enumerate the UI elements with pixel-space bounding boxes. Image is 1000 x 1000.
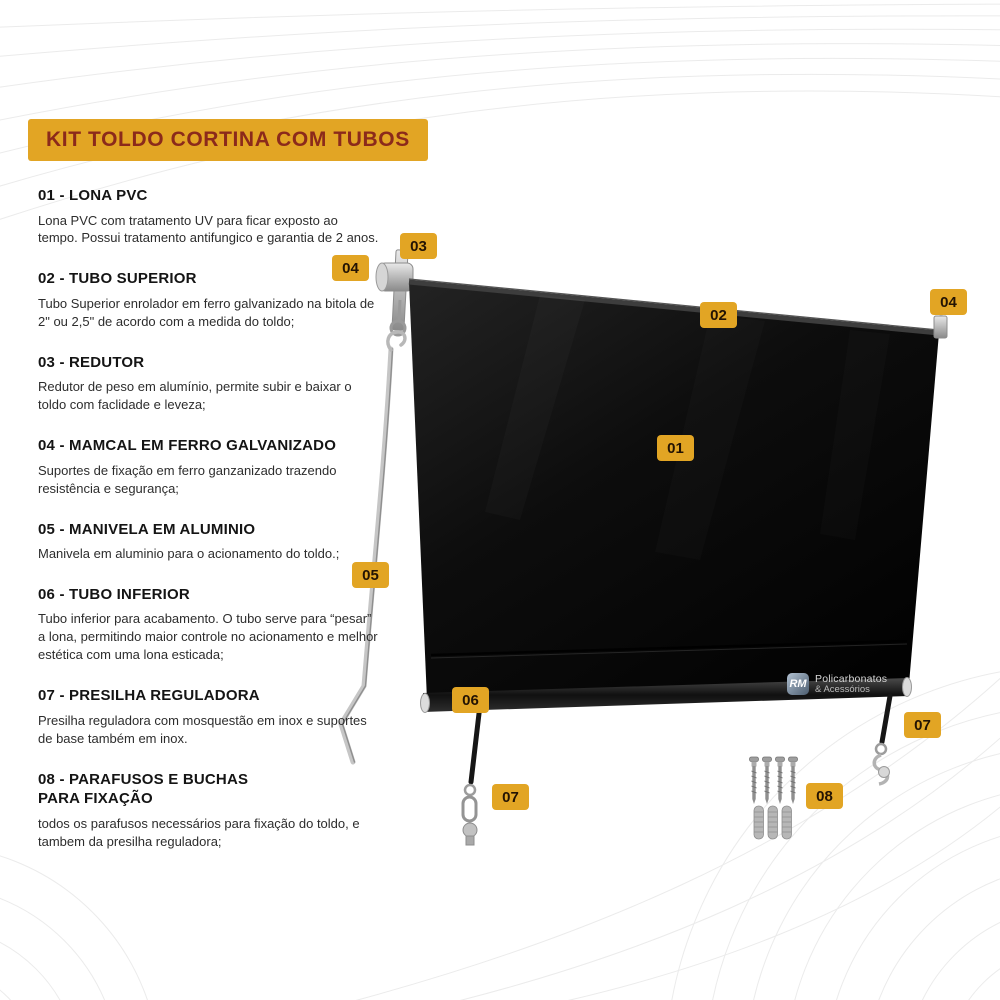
part-description: todos os parafusos necessários para fixa… — [38, 815, 360, 849]
part-description: Lona PVC com tratamento UV para ficar ex… — [38, 212, 379, 246]
badge-07-right: 07 — [904, 712, 941, 738]
part-heading: 07 - PRESILHA REGULADORA — [38, 687, 260, 705]
crank-illustration — [338, 330, 407, 765]
badge-05: 05 — [352, 562, 389, 588]
part-section-04: 04 - MAMCAL EM FERRO GALVANIZADO Suporte… — [38, 436, 380, 497]
part-description: Tubo inferior para acabamento. O tubo se… — [38, 611, 378, 663]
parts-description-list: 01 - LONA PVC Lona PVC com tratamento UV… — [38, 186, 380, 873]
part-heading: 05 - MANIVELA EM ALUMINIO — [38, 520, 256, 538]
left-cord-clip-illustration — [461, 702, 483, 846]
right-cord-hook-illustration — [872, 693, 893, 786]
part-section-05: 05 - MANIVELA EM ALUMINIO Manivela em al… — [38, 520, 380, 563]
part-description: Manivela em aluminio para o acionamento … — [38, 546, 340, 561]
part-heading: 03 - REDUTOR — [38, 353, 145, 371]
brand-logo-text: Policarbonatos & Acessórios — [815, 672, 888, 695]
part-heading: 04 - MAMCAL EM FERRO GALVANIZADO — [38, 437, 337, 455]
brand-subname: & Acessórios — [815, 683, 870, 695]
reducer-bracket-illustration — [375, 249, 414, 337]
part-section-01: 01 - LONA PVC Lona PVC com tratamento UV… — [38, 186, 380, 247]
badge-01: 01 — [657, 435, 694, 461]
part-section-08: 08 - PARAFUSOS E BUCHAS PARA FIXAÇÃO tod… — [38, 770, 380, 851]
part-description: Presilha reguladora com mosquestão em in… — [38, 712, 367, 746]
screws-illustration — [749, 756, 798, 840]
brand-name: Policarbonatos — [815, 672, 888, 685]
wall-plugs-illustration — [753, 805, 792, 840]
part-heading: 06 - TUBO INFERIOR — [38, 585, 190, 603]
badge-07-left: 07 — [492, 784, 529, 810]
badge-02: 02 — [700, 302, 737, 328]
part-description: Redutor de peso em alumínio, permite sub… — [38, 379, 352, 413]
brand-logo: RM Policarbonatos & Acessórios — [787, 673, 887, 695]
badge-08: 08 — [806, 783, 843, 809]
page-title: KIT TOLDO CORTINA COM TUBOS — [28, 119, 428, 161]
badge-04-left: 04 — [332, 255, 369, 281]
badge-06: 06 — [452, 687, 489, 713]
part-heading: 08 - PARAFUSOS E BUCHAS PARA FIXAÇÃO — [38, 770, 249, 808]
part-heading: 01 - LONA PVC — [38, 187, 148, 204]
part-section-03: 03 - REDUTOR Redutor de peso em alumínio… — [38, 353, 380, 414]
part-heading: 02 - TUBO SUPERIOR — [38, 270, 197, 288]
part-section-07: 07 - PRESILHA REGULADORA Presilha regula… — [38, 686, 380, 747]
brand-logo-mark: RM — [787, 673, 809, 695]
part-section-02: 02 - TUBO SUPERIOR Tubo Superior enrolad… — [38, 269, 380, 330]
tarp-illustration — [408, 278, 940, 700]
part-description: Tubo Superior enrolador em ferro galvani… — [38, 295, 375, 329]
part-section-06: 06 - TUBO INFERIOR Tubo inferior para ac… — [38, 585, 380, 664]
part-description: Suportes de fixação em ferro ganzanizado… — [38, 462, 337, 496]
badge-03: 03 — [400, 233, 437, 259]
badge-04-right: 04 — [930, 289, 967, 315]
